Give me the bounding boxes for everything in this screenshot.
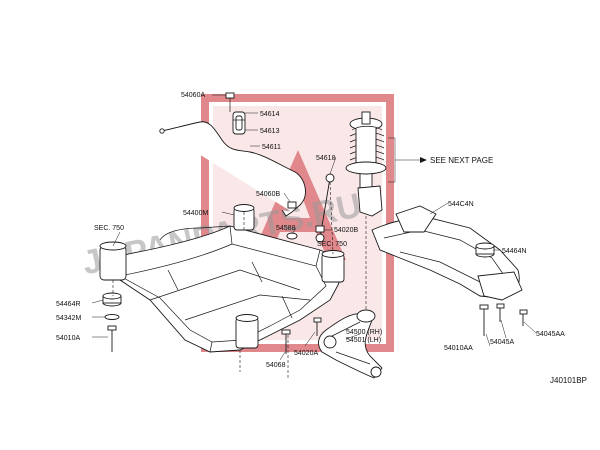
member-mount-front-right bbox=[235, 314, 259, 349]
nut-54060B bbox=[287, 201, 297, 209]
label-54342M: 54342M bbox=[56, 315, 81, 322]
bolt-54060A bbox=[225, 92, 235, 112]
member-mount-rear-right bbox=[321, 250, 345, 283]
nut-54020B bbox=[315, 225, 325, 233]
see-next-page-bracket bbox=[388, 137, 427, 183]
label-54614: 54614 bbox=[260, 111, 280, 118]
bolt-54010A bbox=[107, 325, 117, 352]
label-sec750-left: SEC. 750 bbox=[94, 225, 124, 232]
label-544C4N: 544C4N bbox=[448, 201, 474, 208]
label-sec750-mid: SEC. 750 bbox=[317, 241, 347, 248]
label-54020B: 54020B bbox=[334, 227, 358, 234]
label-54020A: 54020A bbox=[294, 350, 318, 357]
label-54501: 54501 (LH) bbox=[346, 337, 381, 344]
label-54400M: 54400M bbox=[183, 210, 208, 217]
stabilizer-bushing bbox=[232, 111, 246, 135]
label-54613: 54613 bbox=[260, 128, 280, 135]
washer-54342M bbox=[104, 314, 120, 320]
label-54010AA: 54010AA bbox=[444, 345, 473, 352]
member-mount-front-left bbox=[99, 241, 127, 281]
bushing-54588 bbox=[286, 232, 298, 240]
lower-arm bbox=[318, 309, 383, 379]
bolt-54010AA bbox=[479, 304, 489, 336]
label-54010A: 54010A bbox=[56, 335, 80, 342]
label-54464N: 54464N bbox=[502, 248, 527, 255]
label-54618: 54618 bbox=[316, 155, 336, 162]
bolt-54045AA bbox=[519, 309, 528, 326]
rear-member bbox=[371, 205, 523, 301]
label-54588: 54588 bbox=[276, 225, 296, 232]
label-see-next-page: SEE NEXT PAGE bbox=[430, 156, 493, 165]
label-54060A: 54060A bbox=[181, 92, 205, 99]
label-54068: 54068 bbox=[266, 362, 286, 369]
label-54045AA: 54045AA bbox=[536, 331, 565, 338]
stabilizer-bar bbox=[159, 121, 306, 217]
label-54611: 54611 bbox=[262, 144, 281, 151]
bolt-54020A bbox=[313, 317, 322, 336]
watermark-logo-mark bbox=[250, 150, 346, 260]
strut-assembly bbox=[345, 111, 387, 217]
label-54464R: 54464R bbox=[56, 301, 81, 308]
bushing-54464R bbox=[102, 292, 122, 307]
bolt-54068 bbox=[281, 329, 291, 354]
bolt-54045A bbox=[496, 303, 505, 322]
leader-lines bbox=[91, 94, 537, 361]
label-54500: 54500 (RH) bbox=[346, 329, 382, 336]
diagram-code: J40101BP bbox=[550, 376, 587, 385]
label-54045A: 54045A bbox=[490, 339, 514, 346]
label-54060B: 54060B bbox=[256, 191, 280, 198]
bushing-54464N bbox=[475, 242, 495, 258]
